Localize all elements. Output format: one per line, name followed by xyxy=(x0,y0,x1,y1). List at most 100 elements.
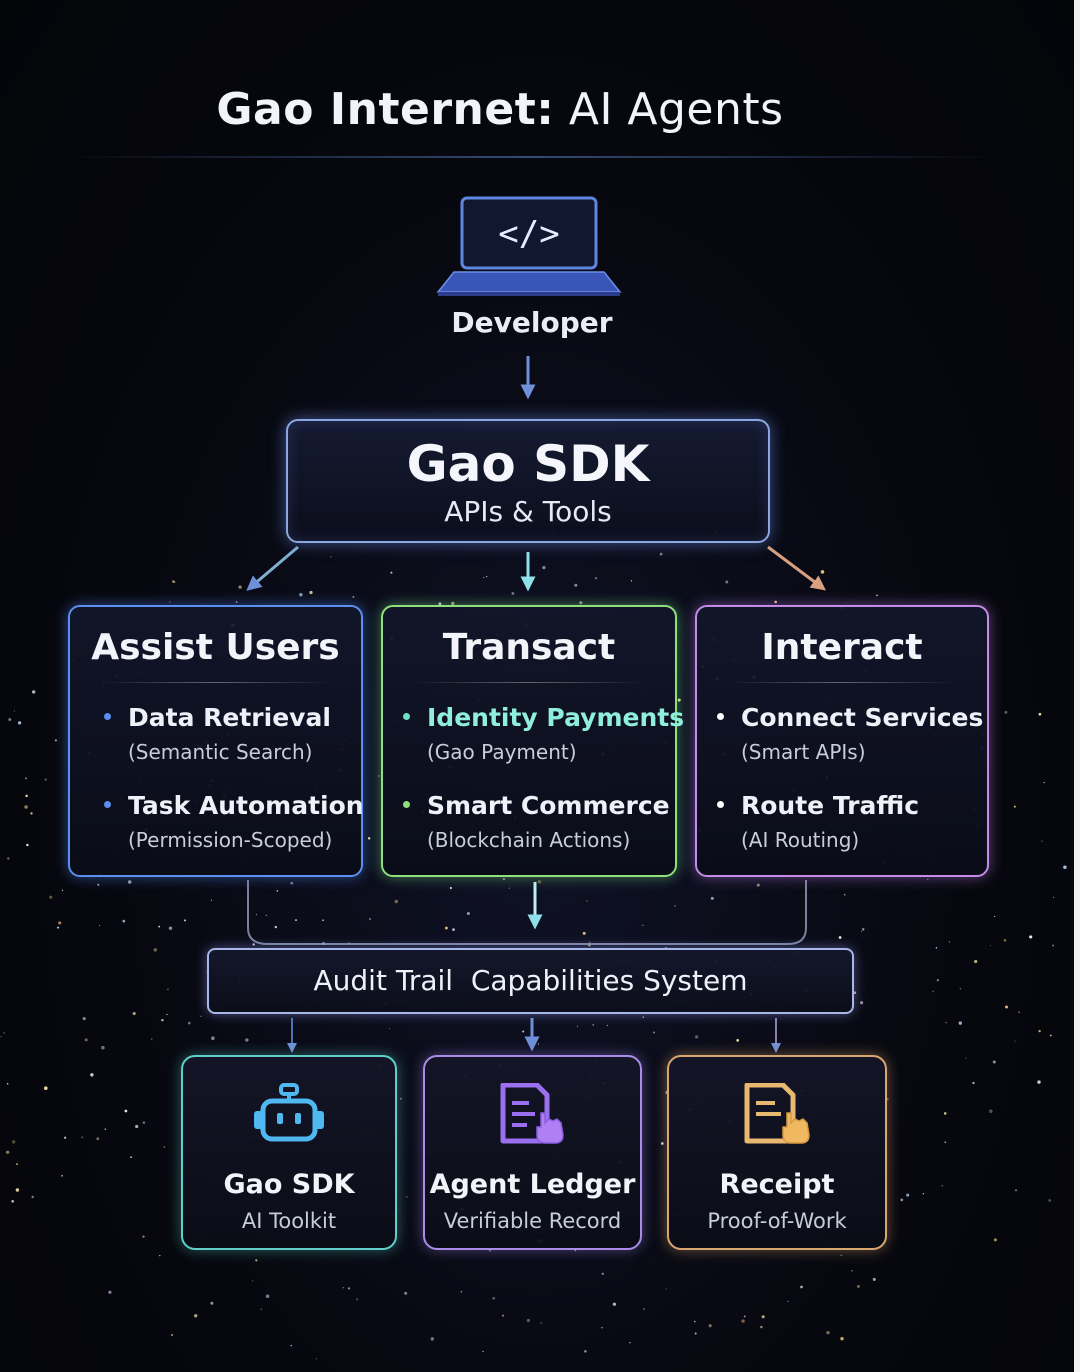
star xyxy=(81,1136,84,1139)
star xyxy=(24,777,27,780)
star xyxy=(840,1337,844,1341)
star xyxy=(44,778,47,781)
star xyxy=(612,1302,617,1306)
star xyxy=(1041,840,1043,842)
star xyxy=(659,552,663,556)
star xyxy=(601,1327,603,1329)
star xyxy=(853,991,857,994)
star xyxy=(161,1018,164,1022)
assist-users-panel: Assist Users Data Retrieval (Semantic Se… xyxy=(68,605,364,877)
star xyxy=(13,710,16,712)
star xyxy=(601,1272,605,1276)
star xyxy=(315,1358,317,1360)
star xyxy=(104,1128,107,1131)
card-subtitle: Proof-of-Work xyxy=(707,1209,847,1233)
star xyxy=(352,595,355,598)
star xyxy=(576,1025,579,1027)
star xyxy=(936,978,940,982)
interact-panel: Interact Connect Services (Smart APIs) R… xyxy=(695,605,989,877)
star xyxy=(787,1300,789,1302)
star xyxy=(15,1163,19,1166)
star xyxy=(127,880,132,884)
document-hand-icon xyxy=(500,1083,564,1144)
star xyxy=(522,1030,525,1033)
star xyxy=(466,911,470,916)
star xyxy=(1053,896,1055,898)
item-subtitle: (Permission-Scoped) xyxy=(128,828,333,852)
star xyxy=(460,1291,463,1293)
star xyxy=(5,1150,10,1155)
star xyxy=(582,931,586,935)
star xyxy=(388,1028,391,1030)
star xyxy=(502,878,505,881)
star xyxy=(761,1315,765,1319)
star xyxy=(542,565,546,570)
star xyxy=(356,1298,359,1301)
item-subtitle: (AI Routing) xyxy=(741,828,860,852)
star xyxy=(508,887,510,889)
star xyxy=(342,1286,345,1289)
star xyxy=(945,1021,947,1024)
star xyxy=(972,1081,975,1085)
star xyxy=(1014,1040,1016,1042)
item-title: Smart Commerce xyxy=(427,791,670,820)
sdk-subtitle: APIs & Tools xyxy=(444,495,612,528)
star xyxy=(483,577,485,579)
title-light-part: AI Agents xyxy=(568,84,784,135)
star xyxy=(1063,865,1067,870)
card-subtitle: Verifiable Record xyxy=(443,1209,622,1233)
star xyxy=(252,1280,254,1282)
star xyxy=(1038,712,1042,716)
star xyxy=(653,1031,656,1034)
star xyxy=(927,878,929,881)
star xyxy=(163,1146,165,1148)
star xyxy=(642,924,644,926)
star xyxy=(760,1325,763,1329)
star xyxy=(629,1341,631,1344)
item-title: Identity Payments xyxy=(427,703,685,732)
star xyxy=(430,1337,435,1341)
star xyxy=(167,988,169,991)
star xyxy=(537,880,542,884)
page-title: Gao Internet: AI Agents xyxy=(0,84,1000,135)
star xyxy=(54,739,58,742)
star xyxy=(861,930,863,932)
star xyxy=(369,918,371,920)
bullet-icon xyxy=(717,801,724,808)
star xyxy=(394,899,399,904)
star xyxy=(743,1315,746,1318)
star xyxy=(0,1035,2,1038)
star xyxy=(695,1035,699,1039)
star xyxy=(347,1287,351,1290)
star xyxy=(1048,1199,1051,1202)
star xyxy=(404,1291,408,1295)
star xyxy=(861,928,865,931)
star xyxy=(579,601,583,605)
star xyxy=(153,948,158,952)
star xyxy=(260,1308,263,1311)
panel-title: Interact xyxy=(761,627,923,668)
star xyxy=(299,592,303,597)
star xyxy=(736,1039,740,1042)
star xyxy=(452,928,455,931)
star xyxy=(124,1109,128,1113)
star xyxy=(61,1174,63,1177)
star xyxy=(677,698,681,702)
star xyxy=(399,1097,403,1100)
star xyxy=(26,843,29,847)
panel-divider xyxy=(727,682,957,683)
star xyxy=(710,896,714,900)
arrow-sdk-to-interact xyxy=(767,545,826,591)
star xyxy=(238,585,242,589)
window-edge-strip xyxy=(1074,0,1080,1372)
star xyxy=(265,1294,270,1298)
star xyxy=(158,925,161,928)
star xyxy=(1038,1029,1041,1033)
star xyxy=(959,988,961,990)
star xyxy=(84,1038,88,1042)
star xyxy=(826,1330,830,1335)
star xyxy=(135,1124,139,1129)
star xyxy=(166,1013,168,1016)
star xyxy=(309,590,313,595)
star xyxy=(741,1319,745,1323)
